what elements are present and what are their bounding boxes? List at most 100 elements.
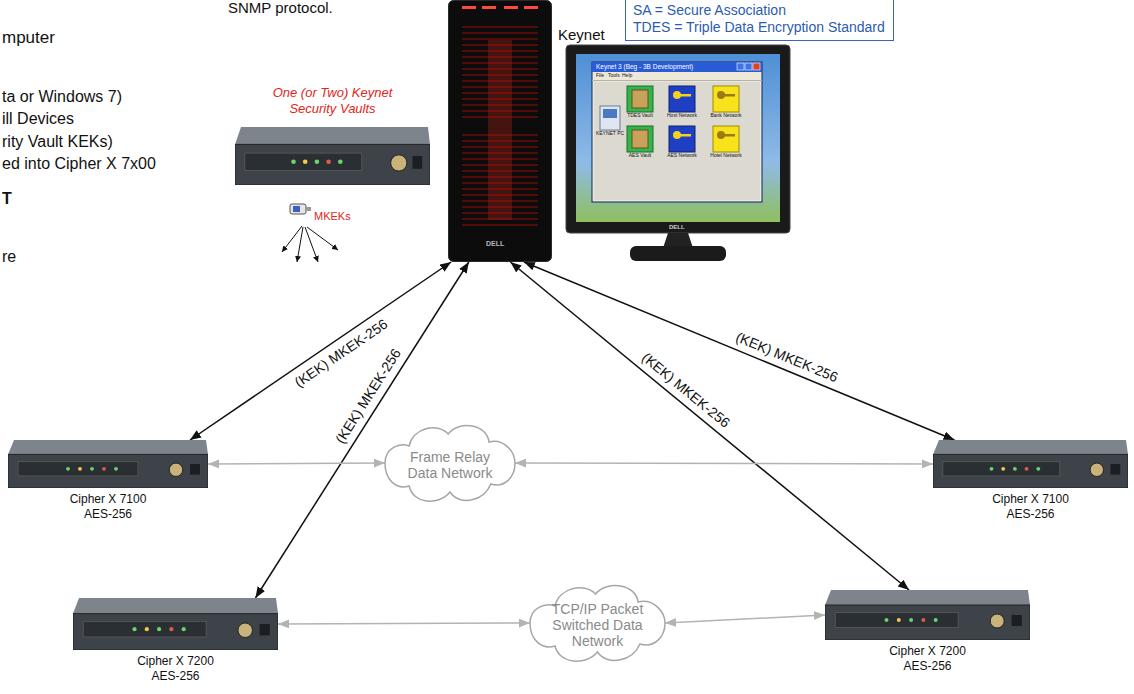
key-icon-blade: [680, 94, 691, 97]
edge-label: (KEK) MKEK-256: [639, 349, 733, 431]
leader-arrow: [305, 227, 318, 262]
device-chassis: [8, 440, 208, 488]
connector: [665, 615, 825, 623]
tower-case: [448, 0, 552, 262]
vault-icon: [627, 86, 653, 112]
pc-icon-screen: [603, 109, 617, 118]
key-lock: [1090, 463, 1103, 476]
app-window: [592, 62, 762, 202]
icon-label: TDES Vault: [619, 113, 661, 119]
connector: [255, 262, 468, 598]
status-led: [1001, 467, 1005, 471]
grille-line: [462, 32, 538, 34]
port: [190, 464, 200, 475]
connector: [278, 623, 530, 624]
grille-line: [462, 182, 538, 184]
grille-line: [462, 62, 538, 64]
cloud-outline: [530, 578, 665, 668]
network-name: TCP/IP Packet Switched Data Network: [542, 601, 654, 649]
monitor-neck: [663, 233, 693, 248]
grille-line: [462, 50, 538, 52]
security-vault: One (or Two) Keynet Security Vaults: [235, 127, 430, 185]
note-text: ta or Windows 7): [2, 88, 122, 106]
front-panel: [83, 621, 206, 637]
status-led: [326, 159, 331, 164]
front-panel: [943, 462, 1060, 476]
connector: [524, 262, 955, 440]
grille-line: [462, 218, 538, 220]
key-token-body: [290, 204, 306, 214]
device-chassis: [825, 590, 1030, 640]
pc-name: Keynet: [558, 26, 605, 43]
key-icon: [669, 126, 695, 152]
grille-line: [462, 86, 538, 88]
grille-line: [462, 92, 538, 94]
keynet-pc-tower: Keynet: [448, 0, 552, 262]
key-icon-bow: [673, 131, 681, 139]
text-group: Frame Relay Data Network: [400, 449, 500, 481]
red-glow: [488, 40, 512, 220]
grille-line: [462, 74, 538, 76]
grille-line: [462, 38, 538, 40]
text-group: Cipher X 7100AES-256: [923, 492, 1134, 522]
key-lock: [391, 155, 407, 171]
window-button: [737, 63, 744, 70]
cloud-outline: [385, 418, 515, 508]
device-name: AES-256: [63, 669, 288, 684]
monitor: [566, 45, 790, 261]
status-led: [990, 467, 994, 471]
pc-icon: [600, 106, 620, 130]
status-led: [145, 627, 149, 631]
status-led: [66, 467, 70, 471]
key-icon: [713, 126, 739, 152]
grille-line: [462, 26, 538, 28]
grille-line: [462, 158, 538, 160]
icon-label: Host Network: [661, 113, 703, 119]
monitor-screen: [576, 54, 780, 222]
status-led: [885, 618, 889, 622]
menu-item: Help: [622, 73, 632, 79]
note-text: mputer: [2, 28, 55, 48]
text-group: Cipher X 7200AES-256: [815, 644, 1040, 674]
grille-line: [462, 212, 538, 214]
grille-line: [462, 68, 538, 70]
device-name: AES-256: [815, 659, 1040, 674]
abbreviation-box: SA = Secure AssociationTDES = Triple Dat…: [625, 0, 894, 41]
status-led: [132, 627, 136, 631]
tower-body: [449, 1, 552, 262]
device-chassis: [235, 127, 430, 185]
key-icon-bow: [673, 91, 681, 99]
status-led: [182, 627, 186, 631]
monitor-bezel: [566, 45, 790, 233]
dispersal-arrows: [282, 226, 338, 262]
note-text: rity Vault KEKs): [2, 133, 113, 151]
note-text: ill Devices: [2, 110, 74, 128]
status-led: [909, 618, 913, 622]
connector: [515, 463, 933, 464]
note-text: SNMP protocol.: [228, 0, 333, 16]
status-led: [303, 159, 308, 164]
network-name: Frame Relay Data Network: [400, 449, 500, 481]
brand-logo: DELL: [669, 224, 685, 231]
grille-line: [462, 104, 538, 106]
grille-line: [462, 98, 538, 100]
front-panel: [835, 613, 958, 628]
status-led: [78, 467, 82, 471]
grille-line: [462, 170, 538, 172]
status-led: [157, 627, 161, 631]
cipher-device: Cipher X 7200AES-256: [73, 598, 278, 650]
window-titlebar: [592, 62, 762, 72]
key-icon-blade: [724, 94, 735, 97]
port: [1012, 615, 1022, 626]
device-chassis: [933, 440, 1128, 488]
monitor-base: [630, 246, 726, 261]
network-cloud: TCP/IP Packet Switched Data Network: [530, 578, 665, 668]
key-label: MKEKs: [314, 210, 351, 223]
text-group: TCP/IP Packet Switched Data Network: [542, 601, 654, 649]
edge-label: (KEK) MKEK-256: [291, 315, 390, 390]
grille-line: [462, 134, 538, 136]
chassis-front: [73, 614, 278, 650]
status-led: [921, 618, 925, 622]
device-name: AES-256: [923, 507, 1134, 522]
